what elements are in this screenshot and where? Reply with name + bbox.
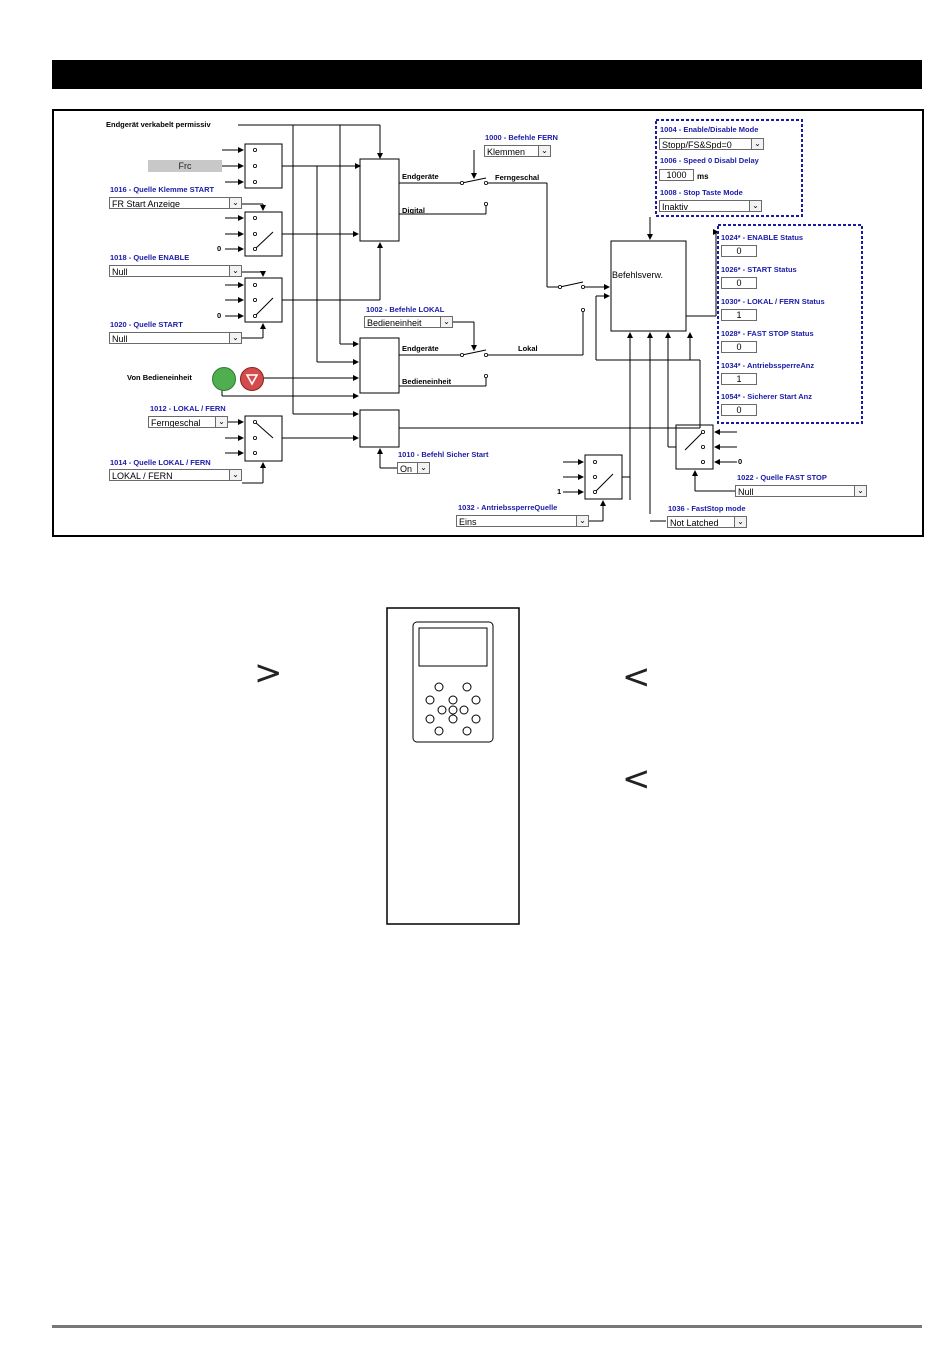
label-1022: 1022 - Quelle FAST STOP	[737, 473, 827, 482]
chevron-down-icon: ⌄	[576, 516, 588, 526]
dropdown-1004[interactable]: Stopp/FS&Spd=0 ⌄	[659, 138, 764, 150]
label-endgeraete-1: Endgeräte	[402, 172, 439, 181]
dropdown-1036[interactable]: Not Latched ⌄	[667, 516, 747, 528]
dropdown-1016-value: FR Start Anzeige	[112, 199, 181, 209]
dropdown-1036-value: Not Latched	[670, 518, 719, 528]
label-ms: ms	[697, 172, 709, 181]
dropdown-1016[interactable]: FR Start Anzeige ⌄	[109, 197, 242, 209]
footer-rule	[52, 1325, 922, 1328]
label-1036: 1036 - FastStop mode	[668, 504, 746, 513]
chevron-down-icon: ⌄	[749, 201, 761, 211]
status-value-1026: 0	[721, 277, 757, 289]
diagram-frame	[52, 109, 924, 537]
label-1012: 1012 - LOKAL / FERN	[150, 404, 226, 413]
dropdown-1012[interactable]: Ferngeschal ⌄	[148, 416, 228, 428]
label-1020: 1020 - Quelle START	[110, 320, 183, 329]
dropdown-1032-value: Eins	[459, 517, 477, 527]
status-value-1034: 1	[721, 373, 757, 385]
dropdown-1022-value: Null	[738, 487, 754, 497]
dropdown-1010-value: On	[400, 464, 413, 474]
label-endgeraete-2: Endgeräte	[402, 344, 439, 353]
label-1032: 1032 - AntriebssperreQuelle	[458, 503, 558, 512]
label-1000: 1000 - Befehle FERN	[485, 133, 558, 142]
chevron-down-icon: ⌄	[229, 333, 241, 343]
label-1008: 1008 - Stop Taste Mode	[660, 188, 743, 197]
dropdown-1012-value: Ferngeschal	[151, 418, 201, 428]
dropdown-1014-value: LOKAL / FERN	[112, 471, 173, 481]
dropdown-1020-value: Null	[112, 334, 128, 344]
dropdown-1032[interactable]: Eins ⌄	[456, 515, 589, 527]
status-label-1030: 1030* - LOKAL / FERN Status	[721, 297, 825, 306]
label-zero-3: 0	[738, 457, 743, 466]
label-1002: 1002 - Befehle LOKAL	[366, 305, 445, 314]
label-digital: Digital	[402, 206, 425, 215]
dropdown-1002[interactable]: Bedieneinheit ⌄	[364, 316, 453, 328]
label-1016: 1016 - Quelle Klemme START	[110, 185, 215, 194]
chevron-down-icon: ⌄	[440, 317, 452, 327]
status-value-1054: 0	[721, 404, 757, 416]
label-bedieneinheit: Bedieneinheit	[402, 377, 452, 386]
chevron-down-icon: ⌄	[229, 266, 241, 276]
input-1006[interactable]: 1000	[659, 169, 694, 181]
label-von-bedieneinheit: Von Bedieneinheit	[127, 373, 192, 382]
dropdown-1002-value: Bedieneinheit	[367, 318, 422, 328]
status-value-1028: 0	[721, 341, 757, 353]
dropdown-1022[interactable]: Null ⌄	[735, 485, 867, 497]
chevron-down-icon: ⌄	[229, 198, 241, 208]
dropdown-1000-value: Klemmen	[487, 147, 526, 157]
right-pointer-symbol-1: <	[622, 657, 651, 697]
label-befehlsverw: Befehlsverw.	[612, 270, 664, 280]
chevron-down-icon: ⌄	[538, 146, 550, 156]
label-lokal: Lokal	[518, 344, 538, 353]
label-zero-1: 0	[217, 244, 222, 253]
status-label-1028: 1028* - FAST STOP Status	[721, 329, 814, 338]
chevron-down-icon: ⌄	[751, 139, 763, 149]
chevron-down-icon: ⌄	[417, 463, 429, 473]
right-pointer-symbol-2: <	[622, 759, 651, 799]
label-one-1: 1	[557, 487, 562, 496]
status-label-1024: 1024* - ENABLE Status	[721, 233, 804, 242]
dropdown-1020[interactable]: Null ⌄	[109, 332, 242, 344]
label-1014: 1014 - Quelle LOKAL / FERN	[110, 458, 211, 467]
dropdown-1018-value: Null	[112, 267, 128, 277]
dropdown-1000[interactable]: Klemmen ⌄	[484, 145, 551, 157]
label-1004: 1004 - Enable/Disable Mode	[660, 125, 759, 134]
dropdown-1004-value: Stopp/FS&Spd=0	[662, 140, 732, 150]
status-value-1024: 0	[721, 245, 757, 257]
stop-button-icon	[240, 367, 264, 391]
label-1018: 1018 - Quelle ENABLE	[110, 253, 190, 262]
frc-field: Frc	[148, 160, 222, 172]
label-zero-2: 0	[217, 311, 222, 320]
label-1010: 1010 - Befehl Sicher Start	[398, 450, 489, 459]
dropdown-1008-value: Inaktiv	[662, 202, 689, 212]
chevron-down-icon: ⌄	[229, 470, 241, 480]
label-1006: 1006 - Speed 0 Disabl Delay	[660, 156, 759, 165]
status-label-1034: 1034* - AntriebssperreAnz	[721, 361, 815, 370]
dropdown-1008[interactable]: Inaktiv ⌄	[659, 200, 762, 212]
label-ferngeschal: Ferngeschal	[495, 173, 540, 182]
chevron-down-icon: ⌄	[215, 417, 227, 427]
label-endgeraet-permissiv: Endgerät verkabelt permissiv	[106, 120, 211, 129]
status-label-1054: 1054* - Sicherer Start Anz	[721, 392, 813, 401]
header-bar	[52, 60, 922, 89]
status-label-1026: 1026* - START Status	[721, 265, 797, 274]
chevron-down-icon: ⌄	[854, 486, 866, 496]
left-pointer-symbol: >	[254, 653, 283, 693]
dropdown-1010[interactable]: On ⌄	[397, 462, 430, 474]
dropdown-1014[interactable]: LOKAL / FERN ⌄	[109, 469, 242, 481]
status-value-1030: 1	[721, 309, 757, 321]
chevron-down-icon: ⌄	[734, 517, 746, 527]
start-button-icon	[212, 367, 236, 391]
dropdown-1018[interactable]: Null ⌄	[109, 265, 242, 277]
